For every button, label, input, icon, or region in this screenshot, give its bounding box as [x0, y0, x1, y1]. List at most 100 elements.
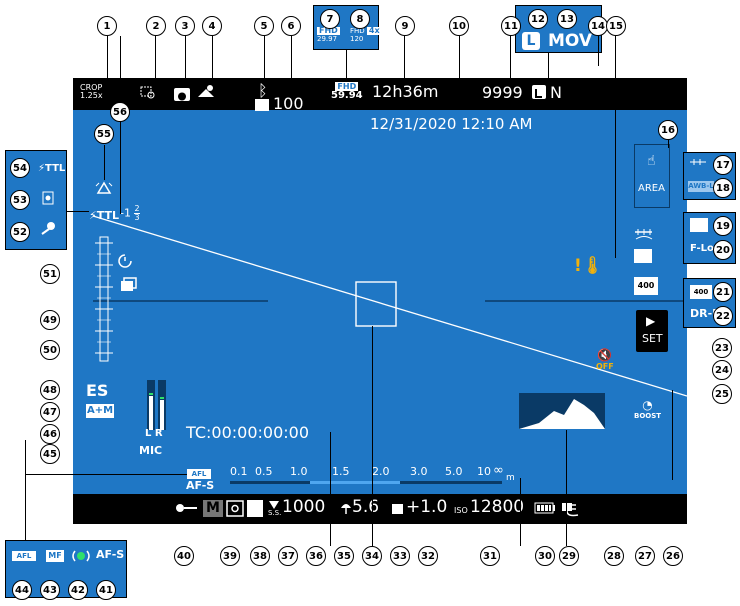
flash-compensation: -1 2 3 — [120, 204, 140, 222]
location-data-icon — [198, 85, 214, 97]
popup-wb-fine-icon — [690, 159, 706, 165]
popup-mf-badge: MF — [46, 550, 64, 562]
fhd-tag: FHD — [335, 82, 359, 91]
callout-20: 20 — [713, 240, 733, 260]
power-supply-icon — [562, 503, 579, 517]
callout-40: 40 — [174, 546, 194, 566]
callout-29: 29 — [559, 546, 579, 566]
movie-mode-indicator: FHD 59.94 — [331, 82, 363, 101]
iso: 12800 — [470, 497, 525, 517]
popup-rate-1: 29.97 — [317, 35, 338, 43]
leader-7-8 — [346, 50, 347, 82]
date-time: 12/31/2020 12:10 AM — [370, 115, 533, 133]
iso-label: ISO — [454, 506, 468, 515]
distance-indicator: 0.1 0.5 1.0 1.5 2.0 3.0 5.0 10 ∞ m — [230, 463, 520, 491]
callout-30: 30 — [535, 546, 555, 566]
horizon-line — [92, 215, 687, 397]
callout-4: 4 — [202, 16, 222, 36]
touch-hand-icon: ☝ — [647, 153, 656, 169]
ae-lock-icon — [247, 500, 263, 517]
leader-3 — [185, 36, 186, 86]
focus-check-icon — [140, 86, 155, 99]
callout-28: 28 — [604, 546, 624, 566]
callout-38: 38 — [250, 546, 270, 566]
histogram — [519, 393, 605, 429]
image-size-icon — [532, 85, 546, 99]
leader-af — [25, 474, 187, 475]
leader-5 — [264, 36, 265, 82]
callout-42: 42 — [68, 580, 88, 600]
popup-microphone-icon — [41, 222, 55, 235]
callout-31: 31 — [480, 546, 500, 566]
distance-tick: 0.5 — [255, 465, 273, 478]
popup-film-icon — [690, 218, 708, 232]
flash-mode: ⚡TTL — [89, 209, 120, 222]
focus-mode: AF-S — [186, 479, 215, 492]
callout-44: 44 — [12, 580, 32, 600]
callout-2: 2 — [146, 16, 166, 36]
sound-off-label: OFF — [596, 362, 614, 371]
bluetooth-icon: ᛒ — [258, 81, 268, 100]
shutter-speed-label: S.S. — [268, 509, 282, 517]
set-label: SET — [642, 332, 663, 345]
boost-indicator: ◔ BOOST — [634, 398, 662, 420]
callout-49: 49 — [40, 310, 60, 330]
leader-10 — [459, 36, 460, 106]
callout-51: 51 — [40, 264, 60, 284]
distance-unit: m — [506, 473, 515, 483]
popup-flash-icon: ⚡ — [38, 163, 46, 174]
callout-11: 11 — [501, 16, 521, 36]
shutter-speed-icon — [269, 501, 279, 509]
callout-8: 8 — [350, 9, 370, 29]
leader-1 — [107, 36, 108, 82]
timecode: TC:00:00:00:00 — [186, 423, 310, 442]
temperature-warning-icon: !🌡 — [574, 256, 604, 276]
popup-remote-flash-icon — [42, 191, 54, 205]
callout-1: 1 — [97, 16, 117, 36]
leader-27 — [566, 430, 567, 546]
callout-21: 21 — [713, 282, 733, 302]
popup-dr-icon: 400 — [690, 285, 712, 299]
leader-9 — [404, 36, 405, 82]
popup-drp-label: DR-P — [690, 307, 721, 320]
dynamic-range-icon: 400 — [634, 277, 658, 295]
callout-36: 36 — [306, 546, 326, 566]
shots-remaining: 9999 — [482, 83, 523, 102]
afl-badge: AFL — [187, 469, 211, 479]
framerate-value: 59.94 — [331, 90, 363, 101]
self-timer-icon — [118, 254, 132, 268]
callout-15: 15 — [606, 16, 626, 36]
dynamic-range-value: 400 — [637, 281, 655, 290]
leader-2 — [155, 36, 156, 86]
movie-settings-button[interactable]: ▶ SET — [636, 310, 668, 352]
distance-tick: 0.1 — [230, 465, 248, 478]
callout-6: 6 — [281, 16, 301, 36]
crop-indicator: CROP 1.25x — [80, 84, 103, 100]
leader-35 — [330, 432, 331, 546]
leader-33 — [372, 326, 373, 546]
leader-28 — [520, 478, 521, 546]
popup-af-s: AF-S — [96, 548, 125, 561]
distance-tick: 1.0 — [290, 465, 308, 478]
popup-format-mov: MOV — [548, 31, 593, 51]
callout-35: 35 — [334, 546, 354, 566]
card-slot-icon — [255, 99, 269, 111]
touch-screen-mode-button[interactable]: ☝ AREA — [634, 144, 670, 208]
image-quality: N — [550, 83, 562, 102]
leader-16 — [668, 140, 669, 148]
continuous-mode-icon — [121, 277, 137, 291]
exposure-compensation: +1.0 — [406, 497, 448, 517]
callout-41: 41 — [96, 580, 116, 600]
film-simulation-icon — [634, 249, 652, 263]
callout-3: 3 — [175, 16, 195, 36]
popup-fhd-1: FHD — [317, 26, 340, 35]
popup-size-icon: L — [522, 32, 540, 50]
callout-39: 39 — [220, 546, 240, 566]
callout-53: 53 — [10, 190, 30, 210]
touch-area-label: AREA — [638, 183, 665, 194]
shutter-type: ES — [86, 381, 109, 400]
leader-44 — [25, 440, 26, 540]
callout-5: 5 — [254, 16, 274, 36]
callout-46: 46 — [40, 424, 60, 444]
exposure-compensation-icon — [392, 504, 403, 514]
